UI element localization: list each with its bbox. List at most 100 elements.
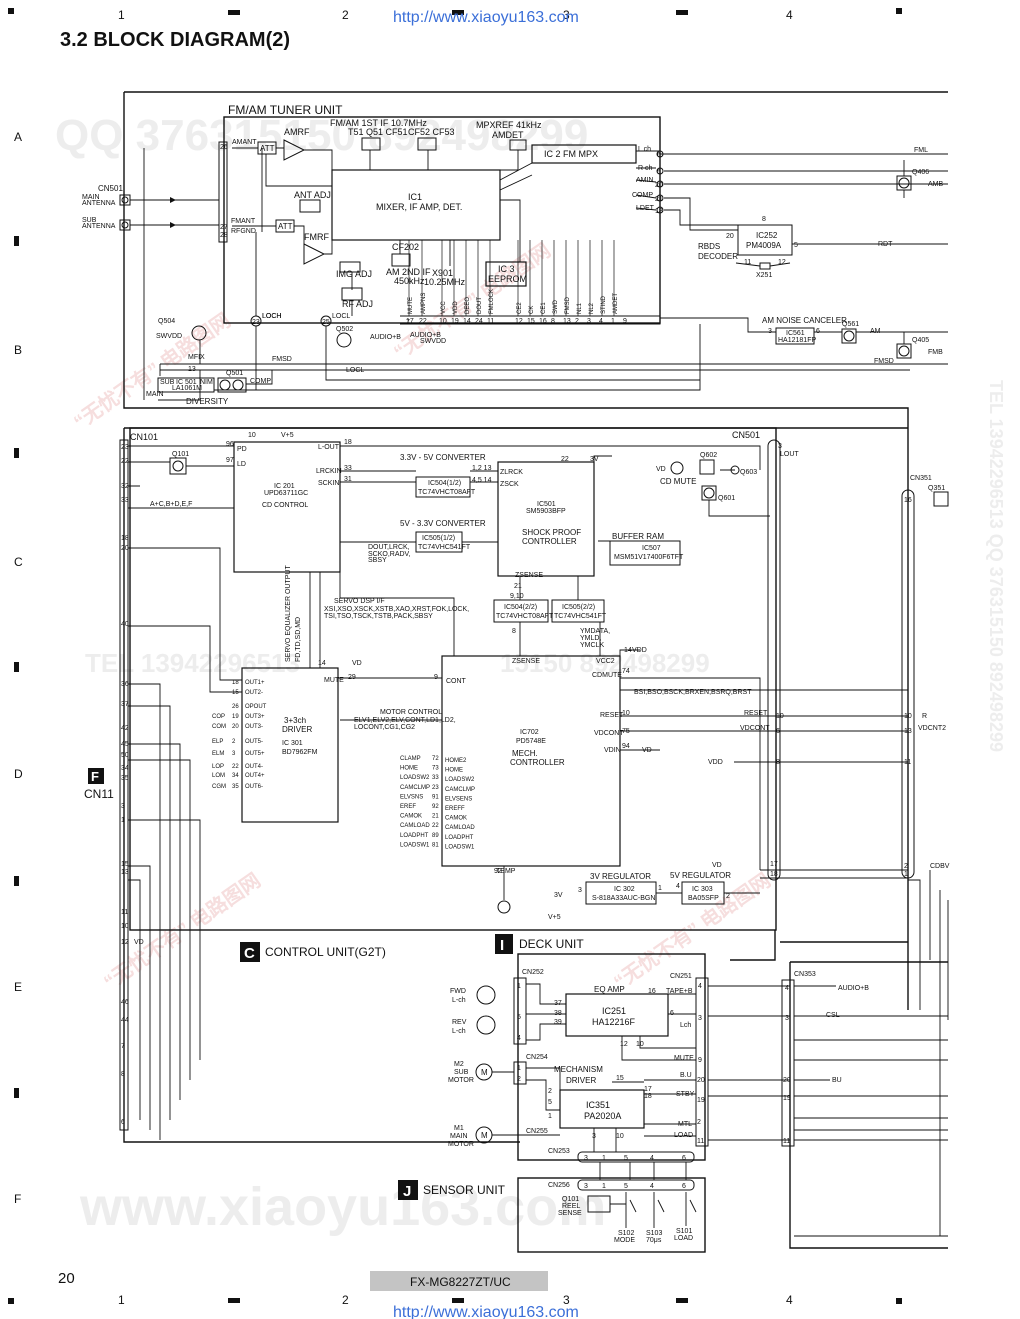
svg-text:VDCNT2: VDCNT2	[918, 725, 946, 732]
tuner-pin-name: CE2	[517, 302, 523, 314]
antenna-section: CN501 MAIN ANTENNA SUB ANTENNA IC 501 LA…	[82, 148, 910, 406]
ic301-block	[241, 667, 339, 823]
ic301-pin-name: OUT4-	[245, 764, 263, 770]
control-unit-label: CONTROL UNIT(G2T)	[265, 945, 386, 959]
cn101-pin-number: 23	[121, 444, 129, 451]
svg-text:HA12181FP: HA12181FP	[778, 337, 816, 344]
ic301-pin-number: 26	[232, 704, 239, 710]
source-url-top: http://www.xiaoyu163.com	[393, 9, 579, 26]
svg-text:SCKO,RADV,: SCKO,RADV,	[368, 551, 411, 558]
tuner-pin-number: 14	[463, 318, 471, 325]
ic2-pin-numbers: 6 5 20 21 18	[655, 152, 663, 215]
ic301-signal-name: LOP	[212, 764, 224, 770]
svg-text:C: C	[244, 945, 255, 962]
svg-text:38: 38	[554, 1010, 562, 1017]
svg-text:8: 8	[776, 759, 780, 766]
tuner-pin-number: 17	[406, 318, 414, 325]
ic702-input-label: CLAMP	[400, 756, 421, 762]
tuner-pin-number: 19	[451, 318, 459, 325]
svg-text:7: 7	[406, 319, 410, 326]
x901-label: X901	[432, 268, 453, 278]
svg-text:IC505(1/2): IC505(1/2)	[422, 535, 455, 542]
rfgnd-label: RFGND	[231, 228, 256, 235]
svg-text:L ch: L ch	[638, 146, 651, 153]
am-2nd-if-freq: 450kHz	[394, 276, 425, 286]
svg-text:CN255: CN255	[526, 1128, 548, 1135]
ic702-pin-number: 22	[432, 823, 439, 829]
svg-text:92: 92	[494, 868, 502, 875]
svg-text:ZSENSE: ZSENSE	[512, 658, 540, 665]
svg-text:CN353: CN353	[794, 971, 816, 978]
buffer-ram-label: BUFFER RAM	[612, 532, 664, 541]
col-3-top: 3	[563, 8, 570, 22]
ic702-pin-name: LOADSW2	[445, 777, 475, 783]
tuner-pin-name: SWD	[553, 299, 559, 314]
svg-text:LOCONT,CG1,CG2: LOCONT,CG1,CG2	[354, 724, 415, 731]
svg-text:37: 37	[554, 1000, 562, 1007]
svg-text:LOUT: LOUT	[780, 451, 799, 458]
svg-text:31: 31	[344, 476, 352, 483]
svg-text:SWVDD: SWVDD	[156, 333, 182, 340]
ic702-pin-name: EREFF	[445, 806, 465, 812]
svg-text:REEL: REEL	[562, 1203, 580, 1210]
svg-text:MODE: MODE	[614, 1237, 635, 1244]
svg-text:HA12216F: HA12216F	[592, 1017, 636, 1027]
ic251-block	[565, 993, 669, 1037]
svg-text:6: 6	[657, 152, 661, 159]
svg-text:RESET: RESET	[600, 712, 624, 719]
col-4-bottom: 4	[786, 1293, 793, 1307]
svg-text:L-ch: L-ch	[452, 1028, 466, 1035]
ic201-block	[233, 441, 341, 573]
page-number: 20	[58, 1270, 75, 1287]
svg-text:SBSY: SBSY	[368, 557, 387, 564]
svg-text:TC74VHC541FT: TC74VHC541FT	[418, 544, 471, 551]
svg-text:20: 20	[697, 1077, 705, 1084]
cn101-pin-number: 11	[121, 909, 128, 916]
svg-text:CDBV: CDBV	[930, 863, 950, 870]
svg-text:1: 1	[548, 1113, 552, 1120]
svg-text:VDCONT: VDCONT	[740, 725, 770, 732]
ic504-2-block	[493, 599, 549, 623]
tuner-pin-name: FMSD	[565, 296, 571, 314]
svg-text:ELV1,ELV2,ELV,CONT,LD1,LD2,: ELV1,ELV2,ELV,CONT,LD1,LD2,	[354, 717, 456, 724]
svg-text:18: 18	[770, 871, 778, 878]
cn101-pin-number: 1	[121, 817, 125, 824]
svg-text:20: 20	[726, 233, 734, 240]
cf52-label: CF52 CF53	[408, 127, 455, 137]
tuner-pin-name: FMLOCK	[489, 289, 495, 314]
unit-frames	[123, 91, 948, 1253]
tuner-pin-number: 8	[551, 318, 555, 325]
tuner-pin-name: AMPNS	[421, 293, 427, 314]
ic301-pin-number: 2	[232, 739, 236, 745]
svg-text:I: I	[500, 937, 504, 954]
ic501-name: LA1061M	[172, 385, 202, 392]
ic301-pin-name: OUT3-	[245, 724, 263, 730]
ic301-pin-number: 15	[232, 690, 239, 696]
ic301-pin-number: 18	[232, 680, 239, 686]
ic501-shock-block	[497, 461, 595, 577]
ic702-pin-name: ELVSENS	[445, 796, 472, 802]
svg-text:MSM51V17400F6TFT: MSM51V17400F6TFT	[614, 554, 684, 561]
svg-text:5: 5	[624, 1155, 628, 1162]
decoder-label: DECODER	[698, 252, 738, 261]
svg-text:Q561: Q561	[842, 321, 859, 328]
cn101-pin-number: 7	[121, 1043, 125, 1050]
svg-text:Lch: Lch	[680, 1022, 691, 1029]
svg-text:SENSE: SENSE	[558, 1210, 582, 1217]
svg-text:11: 11	[783, 1138, 790, 1145]
svg-text:17: 17	[644, 1086, 652, 1093]
svg-text:S103: S103	[646, 1230, 662, 1237]
svg-text:SCKIN: SCKIN	[318, 480, 339, 487]
badge-j	[398, 1180, 418, 1200]
svg-text:MAIN: MAIN	[450, 1133, 468, 1140]
sub-antenna-label-2: ANTENNA	[82, 223, 116, 230]
ic702-pin-number: 33	[432, 775, 439, 781]
svg-text:Q101: Q101	[172, 451, 189, 458]
control-unit: CN101 CN501 2322323318204036374245503435…	[84, 0, 950, 1131]
svg-text:DOUT,LRCK,: DOUT,LRCK,	[368, 544, 410, 551]
ic301-signal-name: ELP	[212, 739, 223, 745]
svg-text:28: 28	[220, 232, 228, 239]
svg-text:20: 20	[783, 1077, 791, 1084]
svg-text:IC504(2/2): IC504(2/2)	[504, 604, 537, 611]
svg-text:AMB: AMB	[928, 181, 944, 188]
